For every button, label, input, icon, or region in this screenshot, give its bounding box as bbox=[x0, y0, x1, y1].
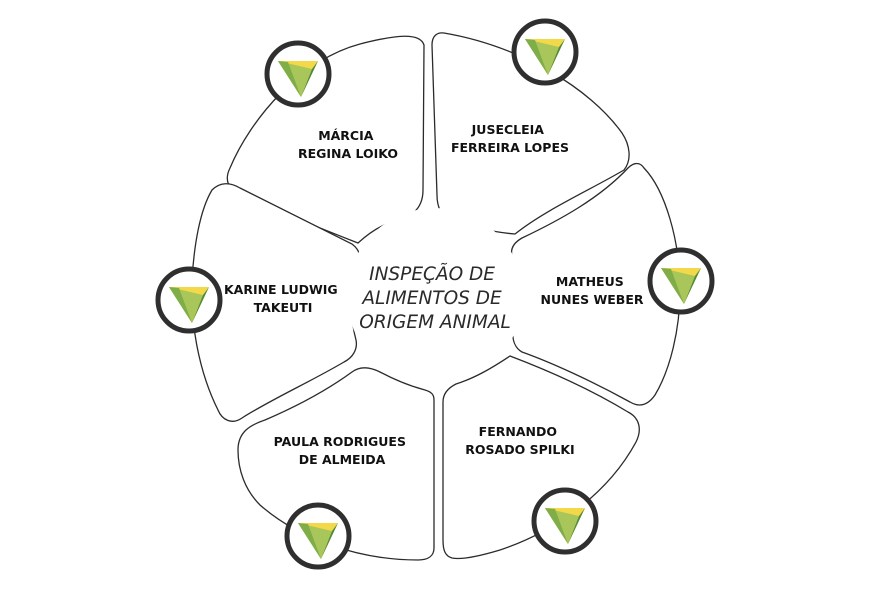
member-name-line: TAKEUTI bbox=[254, 300, 313, 315]
member-name-line: DE ALMEIDA bbox=[299, 452, 386, 467]
member-name-line: MÁRCIA bbox=[318, 128, 374, 143]
member-name-marcia: MÁRCIA REGINA LOIKO bbox=[298, 128, 398, 161]
logo-badge bbox=[511, 18, 579, 86]
logo-badge bbox=[531, 487, 599, 555]
member-name-matheus: MATHEUS NUNES WEBER bbox=[541, 274, 644, 307]
member-name-line: JUSECLEIA bbox=[471, 122, 545, 137]
logo-badge bbox=[284, 502, 352, 570]
member-name-paula: PAULA RODRIGUES DE ALMEIDA bbox=[274, 434, 411, 467]
member-name-fernando: FERNANDO ROSADO SPILKI bbox=[465, 424, 574, 457]
petal-matheus-nunes-weber bbox=[510, 162, 681, 406]
center-title-line: INSPEÇÃO DE bbox=[369, 263, 495, 285]
petal-fernando-rosado-spilki bbox=[442, 355, 640, 560]
member-name-line: MATHEUS bbox=[556, 274, 624, 289]
petal-jusecleia-ferreira-lopes bbox=[431, 32, 630, 235]
petal-paula-rodrigues-de-almeida bbox=[237, 367, 435, 561]
logo-badge bbox=[647, 247, 715, 315]
member-name-line: NUNES WEBER bbox=[541, 292, 644, 307]
logo-badge bbox=[155, 266, 223, 334]
member-name-line: FERREIRA LOPES bbox=[451, 140, 569, 155]
center-title: INSPEÇÃO DE ALIMENTOS DE ORIGEM ANIMAL bbox=[359, 263, 511, 333]
center-title-line: ALIMENTOS DE bbox=[361, 288, 502, 309]
member-name-line: REGINA LOIKO bbox=[298, 146, 398, 161]
member-name-karine: KARINE LUDWIG TAKEUTI bbox=[224, 282, 342, 315]
center-title-line: ORIGEM ANIMAL bbox=[359, 312, 511, 333]
member-name-line: KARINE LUDWIG bbox=[224, 282, 338, 297]
member-name-jusecleia: JUSECLEIA FERREIRA LOPES bbox=[451, 122, 569, 155]
logo-badge bbox=[264, 40, 332, 108]
member-name-line: PAULA RODRIGUES bbox=[274, 434, 406, 449]
member-name-line: ROSADO SPILKI bbox=[465, 442, 574, 457]
member-name-line: FERNANDO bbox=[479, 424, 557, 439]
